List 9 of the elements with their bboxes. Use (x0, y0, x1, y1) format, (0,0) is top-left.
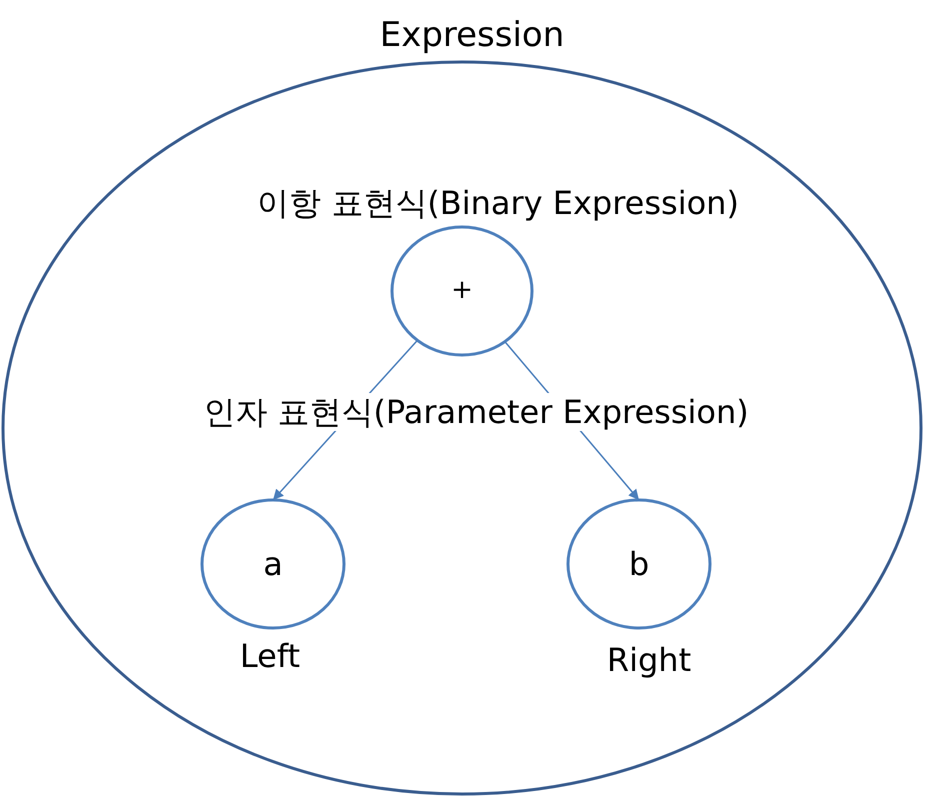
side-label: Left (238, 637, 302, 676)
side-label: Right (606, 641, 692, 680)
node-heading: 이항 표현식(Binary Expression) (256, 184, 740, 222)
arrow (504, 341, 640, 500)
node-label: + (450, 275, 474, 307)
arrow (272, 340, 418, 500)
node-label: b (628, 544, 650, 584)
node-label: a (262, 544, 284, 584)
node-heading: Expression (378, 14, 566, 56)
